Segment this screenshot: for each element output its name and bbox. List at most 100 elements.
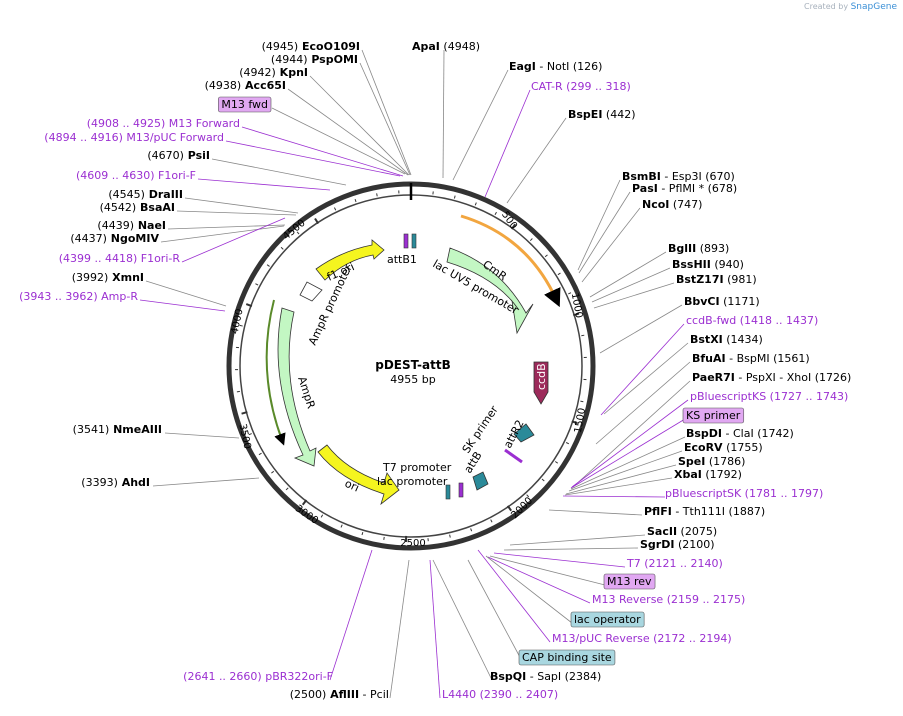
site-label-ccdb-fwd[interactable]: ccdB-fwd (1418 .. 1437) (686, 314, 818, 327)
site-label-nmeaiii[interactable]: (3541) NmeAIII (73, 423, 162, 436)
site-label-m13-rev[interactable]: M13 rev (607, 575, 652, 588)
site-label-m13-puc-forward[interactable]: (4894 .. 4916) M13/pUC Forward (44, 131, 224, 144)
site-label-ngomiv[interactable]: (4437) NgoMIV (70, 232, 159, 245)
feature-ampr-green[interactable] (265, 299, 286, 446)
site-label-naei[interactable]: (4439) NaeI (97, 219, 166, 232)
site-label-bstz17i[interactable]: BstZ17I (981) (676, 273, 757, 286)
tick-1400 (580, 400, 584, 403)
tick-3900 (239, 324, 243, 327)
site-label-bsmbi[interactable]: BsmBI - Esp3I (670) (622, 170, 735, 183)
site-label-amp-r[interactable]: (3943 .. 3962) Amp-R (19, 290, 138, 303)
site-label-ks-primer[interactable]: KS primer (686, 409, 741, 422)
site-label-lac-operator[interactable]: lac operator (574, 613, 641, 626)
site-label-t7[interactable]: T7 (2121 .. 2140) (626, 557, 723, 570)
site-label-spei[interactable]: SpeI (1786) (678, 455, 745, 468)
site-label-pbluescriptks[interactable]: pBluescriptKS (1727 .. 1743) (690, 390, 848, 403)
snapgene-credit: Created by SnapGene (804, 2, 897, 12)
site-label-bfuai[interactable]: BfuAI - BspMI (1561) (692, 352, 810, 365)
tick-1500 (571, 420, 578, 425)
site-label-bspdi[interactable]: BspDI - ClaI (1742) (686, 427, 794, 440)
feature-attb1-b[interactable] (411, 233, 417, 249)
site-label-kpni[interactable]: (4942) KpnI (239, 66, 308, 79)
tick-3300 (258, 452, 262, 456)
feature-cmr-orange[interactable] (460, 214, 561, 308)
site-label-f1ori-r[interactable]: (4399 .. 4418) F1ori-R (59, 252, 181, 265)
tick-4600 (333, 207, 337, 211)
site-label-bglii[interactable]: BglII (893) (668, 242, 729, 255)
site-label-pasi[interactable]: PasI - PflMI * (678) (632, 182, 737, 195)
site-label-m13-puc-reverse[interactable]: M13/pUC Reverse (2172 .. 2194) (552, 632, 732, 645)
site-label-m13-reverse[interactable]: M13 Reverse (2159 .. 2175) (592, 593, 745, 606)
tick-2800 (340, 524, 343, 528)
tick-2000 (506, 505, 512, 512)
feature-ccdb[interactable] (533, 361, 549, 405)
tick-4500 (314, 217, 320, 225)
site-label-draiii[interactable]: (4545) DraIII (108, 188, 183, 201)
site-label-bsaai[interactable]: (4542) BsaAI (100, 201, 175, 214)
feature-label-lac-promoter: lac promoter (377, 475, 448, 488)
site-label-xbai[interactable]: XbaI (1792) (674, 468, 742, 481)
site-label-ecorv[interactable]: EcoRV (1755) (684, 441, 763, 454)
site-label-bstxi[interactable]: BstXI (1434) (690, 333, 763, 346)
tick-1600 (565, 442, 570, 445)
site-label-psii[interactable]: (4670) PsiI (147, 149, 210, 162)
site-label-m13-fwd[interactable]: M13 fwd (221, 98, 268, 111)
tick-3500 (241, 411, 248, 415)
site-label-pbluescriptsk[interactable]: pBluescriptSK (1781 .. 1797) (665, 487, 823, 500)
site-label-sacii[interactable]: SacII (2075) (647, 525, 717, 538)
tick-1900 (526, 494, 530, 498)
plasmid-name: pDEST-attB (375, 358, 451, 372)
site-label-cap-binding-site[interactable]: CAP binding site (522, 651, 612, 664)
site-label-eagi[interactable]: EagI - NotI (126) (509, 60, 602, 73)
site-label-bspqi[interactable]: BspQI - SapI (2384) (490, 670, 601, 683)
feature-attr2-primer[interactable] (504, 448, 523, 464)
feature-f1-ori[interactable] (315, 239, 385, 281)
site-label-bspei[interactable]: BspEI (442) (568, 108, 636, 121)
feature-attr2[interactable] (513, 423, 535, 443)
feature-attb[interactable] (472, 471, 489, 491)
tick-1800 (541, 478, 545, 482)
site-label-pbr322ori-f[interactable]: (2641 .. 2660) pBR322ori-F (183, 670, 333, 683)
site-label-pspomi[interactable]: (4944) PspOMI (271, 53, 358, 66)
site-label-afliii[interactable]: (2500) AflIII - PciI (290, 688, 389, 701)
tick-2700 (361, 532, 364, 536)
tick-4400 (296, 231, 300, 235)
feature-ampr-promoter[interactable] (299, 281, 323, 302)
site-label-sgrdi[interactable]: SgrDI (2100) (640, 538, 715, 551)
tick-3400 (248, 433, 252, 436)
site-label-xmni[interactable]: (3992) XmnI (72, 271, 144, 284)
tick-2900 (320, 514, 324, 518)
feature-attb1-a[interactable] (403, 233, 409, 249)
site-label-paer7i[interactable]: PaeR7I - PspXI - XhoI (1726) (692, 371, 851, 384)
site-label-l4440[interactable]: L4440 (2390 .. 2407) (442, 688, 558, 701)
site-label-ncoi[interactable]: NcoI (747) (642, 198, 702, 211)
site-label-acc65i[interactable]: (4938) Acc65I (205, 79, 286, 92)
site-label-ecoo109i[interactable]: (4945) EcoO109I (262, 40, 360, 53)
site-label-cat-r[interactable]: CAT-R (299 .. 318) (531, 80, 631, 93)
site-label-bsshii[interactable]: BssHII (940) (672, 258, 744, 271)
tick-4300 (280, 246, 284, 250)
plasmid-length: 4955 bp (390, 373, 435, 386)
tick-label-2000: 2000 (509, 495, 535, 521)
tick-4800 (376, 193, 378, 197)
tick-label-1500: 1500 (573, 407, 588, 434)
tick-1700 (554, 461, 559, 464)
feature-cmr[interactable] (446, 247, 534, 335)
feature-ampr[interactable] (277, 307, 317, 467)
credit-prefix: Created by (804, 2, 849, 11)
tick-800 (557, 272, 561, 276)
site-box-ks-primer (682, 407, 745, 424)
site-label-bbvci[interactable]: BbvCI (1171) (684, 295, 760, 308)
feature-ori[interactable] (317, 444, 400, 506)
site-box-cap-binding-site (518, 649, 616, 666)
tick-200 (453, 195, 456, 199)
feature-attb-small-2[interactable] (458, 482, 464, 498)
site-label-m13-forward[interactable]: (4908 .. 4925) M13 Forward (87, 117, 240, 130)
site-label-ahdi[interactable]: (3393) AhdI (81, 476, 150, 489)
site-label-pflfi[interactable]: PflFI - Tth111I (1887) (644, 505, 765, 518)
tick-2100 (490, 519, 493, 523)
feature-attb-small-1[interactable] (445, 484, 451, 500)
site-label-apai[interactable]: ApaI (4948) (412, 40, 480, 53)
tick-4100 (255, 283, 259, 286)
site-label-f1ori-f[interactable]: (4609 .. 4630) F1ori-F (76, 169, 196, 182)
